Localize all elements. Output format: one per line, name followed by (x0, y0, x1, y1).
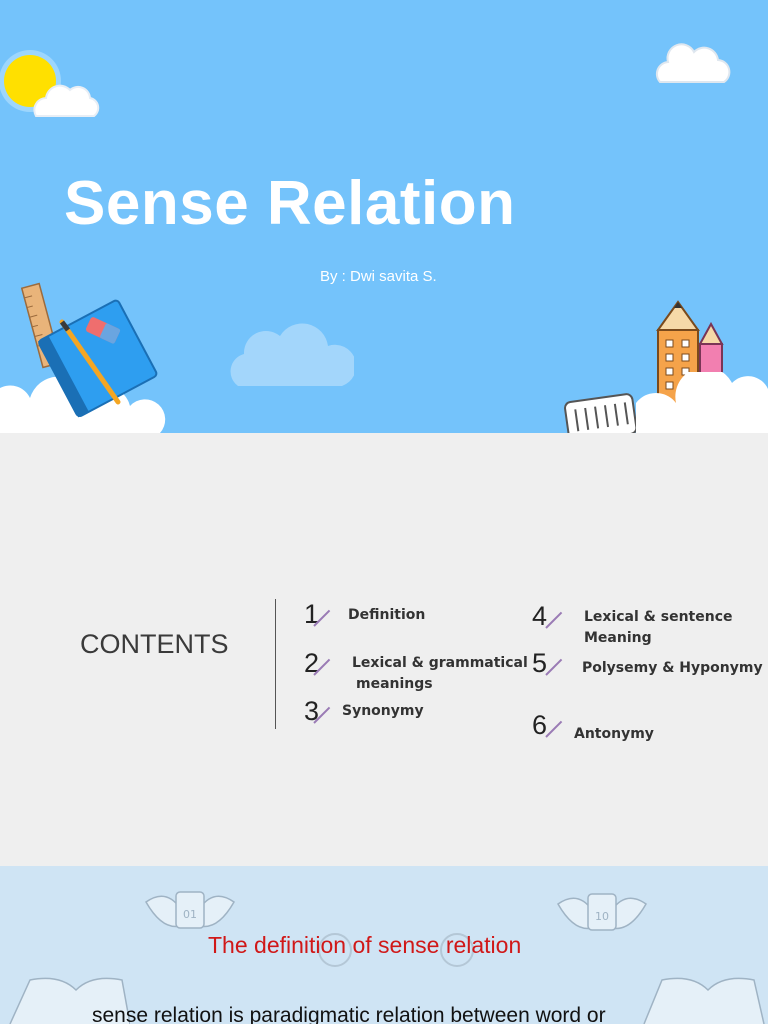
item-label: Lexical & sentence (584, 609, 733, 625)
item-number: 4 (532, 601, 548, 631)
title-slide: Sense Relation By : Dwi savita S. (0, 0, 768, 433)
calendar-icon: 01 (145, 891, 235, 929)
item-number: 5 (532, 648, 548, 678)
contents-heading: CONTENTS (80, 629, 229, 659)
cloud-icon (230, 323, 354, 386)
item-label: Definition (348, 607, 426, 623)
cloud-icon (636, 372, 768, 433)
svg-text:10: 10 (595, 910, 609, 923)
definition-title: The definition of sense relation (208, 932, 522, 958)
item-label: Lexical & grammatical (352, 655, 528, 671)
item-label: Meaning (584, 630, 652, 646)
presentation-title: Sense Relation (64, 169, 516, 238)
item-label: meanings (356, 676, 433, 692)
cloud-icon (655, 43, 731, 83)
open-book-icon (643, 977, 765, 1024)
contents-slide: CONTENTS 1 Definition 2 Lexical & gramma… (0, 433, 768, 866)
item-number: 1 (304, 599, 320, 629)
slash-icon (545, 611, 563, 629)
definition-slide: 01 10 The definition of sense relation s… (0, 866, 768, 1024)
item-label: Polysemy & Hyponymy (582, 660, 763, 676)
open-book-icon (9, 977, 130, 1024)
author-byline: By : Dwi savita S. (320, 268, 437, 285)
slash-icon (545, 658, 563, 676)
eraser-icon (85, 317, 121, 344)
item-label: Antonymy (574, 726, 654, 742)
clock-icon (318, 933, 352, 967)
calendar-icon (564, 393, 638, 433)
item-number: 6 (532, 710, 548, 740)
pencil-icon (59, 319, 121, 405)
definition-body: sense relation is paradigmatic relation … (92, 1004, 606, 1024)
divider (275, 599, 276, 729)
item-number: 2 (304, 648, 320, 678)
item-number: 3 (304, 696, 320, 726)
cloud-icon (33, 84, 100, 117)
clock-icon (440, 933, 474, 967)
calendar-icon: 10 (557, 893, 647, 931)
svg-text:01: 01 (183, 908, 197, 921)
item-label: Synonymy (342, 703, 424, 719)
slash-icon (545, 720, 563, 738)
